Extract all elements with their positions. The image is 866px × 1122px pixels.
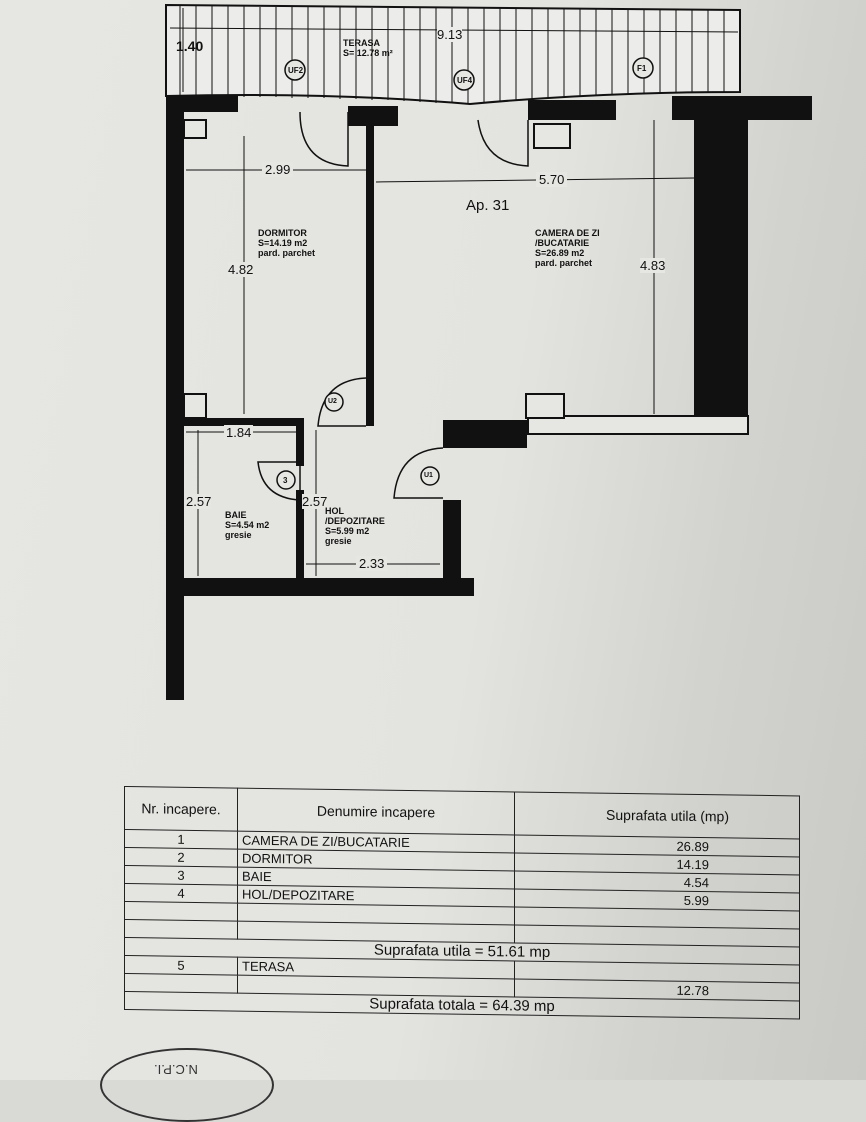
bath-length: 2.57 xyxy=(186,494,212,509)
marker-f1: F1 xyxy=(637,64,647,73)
bedroom-length: 4.82 xyxy=(228,262,254,277)
marker-3: 3 xyxy=(283,476,288,485)
living-width: 5.70 xyxy=(536,172,568,187)
header-room-number: Nr. incapere. xyxy=(124,786,238,832)
marker-u2: U2 xyxy=(328,398,337,405)
bath-width: 1.84 xyxy=(224,425,254,440)
floor-plan: 1.40 9.13 TERASA S= 12.78 m² UF2 UF4 F1 … xyxy=(165,3,812,700)
room-bedroom-label: DORMITOR S=14.19 m2 pard. parchet xyxy=(258,228,316,258)
living-length: 4.83 xyxy=(640,258,666,273)
terrace-width-dimension: 9.13 xyxy=(437,27,463,42)
area-table: Nr. incapere. Denumire incapere Suprafat… xyxy=(124,786,800,1089)
apartment-number: Ap. 31 xyxy=(466,197,510,214)
marker-uf4: UF4 xyxy=(457,76,473,85)
bedroom-width: 2.99 xyxy=(262,162,294,177)
room-hall-storage-label: HOL /DEPOZITARE S=5.99 m2 gresie xyxy=(325,506,385,546)
room-living-kitchen-label: CAMERA DE ZI /BUCATARIE S=26.89 m2 pard.… xyxy=(535,228,600,268)
terrace-label: TERASA S= 12.78 m² xyxy=(343,38,393,58)
hall-width: 2.33 xyxy=(356,556,388,571)
marker-uf2: UF2 xyxy=(288,66,304,75)
room-bathroom-label: BAIE S=4.54 m2 gresie xyxy=(225,510,270,540)
marker-u1: U1 xyxy=(424,472,433,479)
header-useful-area: Suprafata utila (mp) xyxy=(514,791,800,839)
stamp: N.C.P.I. xyxy=(100,1048,274,1122)
header-room-name: Denumire incapere xyxy=(237,788,515,835)
hall-length: 2.57 xyxy=(302,494,328,509)
terrace-depth-dimension: 1.40 xyxy=(176,38,204,54)
floor-plan-drawing xyxy=(165,3,812,700)
